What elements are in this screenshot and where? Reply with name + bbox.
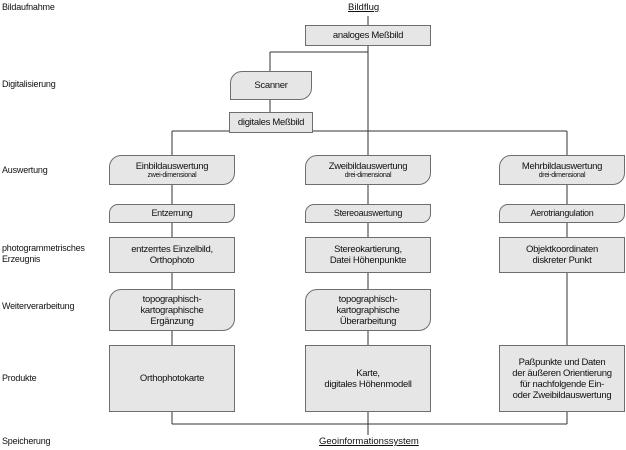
mehrbild-erzeugnis: Objektkoordinaten diskreter Punkt — [525, 244, 598, 266]
stage-produkte: Produkte — [2, 373, 37, 383]
bildflug-label: Bildflug — [346, 2, 382, 13]
scanner-text: Scanner — [254, 80, 288, 91]
zweibild-method: Stereoauswertung — [333, 208, 403, 218]
zweibild-erzeugnis: Stereokartierung, Datei Höhenpunkte — [329, 244, 407, 266]
einbild-method: Entzerrung — [151, 208, 193, 218]
einbild-weiter: topographisch- kartographische Ergänzung — [140, 293, 204, 327]
digitales-messbild-box: digitales Meßbild — [229, 112, 313, 133]
mehrbild-auswertung-box: Mehrbildauswertung drei-dimensional — [499, 155, 625, 185]
zweibild-produkt-box: Karte, digitales Höhenmodell — [305, 345, 431, 412]
digitales-messbild-text: digitales Meßbild — [237, 117, 305, 128]
zweibild-produkt: Karte, digitales Höhenmodell — [324, 367, 412, 390]
stage-digitalisierung: Digitalisierung — [2, 79, 56, 89]
einbild-produkt-box: Orthophotokarte — [109, 345, 235, 412]
mehrbild-produkt: Paßpunkte und Daten der äußeren Orientie… — [512, 356, 612, 401]
geoinformationssystem-label: Geoinformationssystem — [317, 436, 421, 447]
mehrbild-erzeugnis-box: Objektkoordinaten diskreter Punkt — [499, 237, 625, 273]
zweibild-auswertung-box: Zweibildauswertung drei-dimensional — [305, 155, 431, 185]
zweibild-method-box: Stereoauswertung — [305, 204, 431, 223]
zweibild-subtitle: drei-dimensional — [344, 171, 392, 179]
einbild-auswertung-box: Einbildauswertung zwei-dimensional — [109, 155, 235, 185]
stage-bildaufnahme: Bildaufnahme — [2, 2, 55, 12]
stage-speicherung: Speicherung — [2, 436, 51, 446]
zweibild-erzeugnis-box: Stereokartierung, Datei Höhenpunkte — [305, 237, 431, 273]
einbild-erzeugnis: entzerrtes Einzelbild, Orthophoto — [131, 244, 213, 266]
einbild-title: Einbildauswertung — [135, 160, 209, 172]
scanner-box: Scanner — [230, 71, 312, 100]
analoges-messbild-box: analoges Meßbild — [305, 25, 431, 46]
mehrbild-method: Aerotriangulation — [530, 208, 594, 218]
einbild-weiter-box: topographisch- kartographische Ergänzung — [109, 289, 235, 331]
analoges-messbild-text: analoges Meßbild — [332, 30, 404, 41]
zweibild-weiter: topographisch- kartographische Überarbei… — [336, 293, 400, 327]
mehrbild-method-box: Aerotriangulation — [499, 204, 625, 223]
mehrbild-subtitle: drei-dimensional — [538, 171, 586, 179]
stage-erzeugnis: photogrammetrisches Erzeugnis — [2, 243, 85, 264]
mehrbild-title: Mehrbildauswertung — [521, 160, 603, 172]
einbild-produkt: Orthophotokarte — [139, 373, 205, 384]
zweibild-title: Zweibildauswertung — [328, 160, 408, 172]
mehrbild-produkt-box: Paßpunkte und Daten der äußeren Orientie… — [499, 345, 625, 412]
zweibild-weiter-box: topographisch- kartographische Überarbei… — [305, 289, 431, 331]
einbild-method-box: Entzerrung — [109, 204, 235, 223]
stage-weiterverarbeitung: Weiterverarbeitung — [2, 301, 75, 311]
einbild-subtitle: zwei-dimensional — [147, 171, 197, 179]
stage-auswertung: Auswertung — [2, 165, 48, 175]
einbild-erzeugnis-box: entzerrtes Einzelbild, Orthophoto — [109, 237, 235, 273]
